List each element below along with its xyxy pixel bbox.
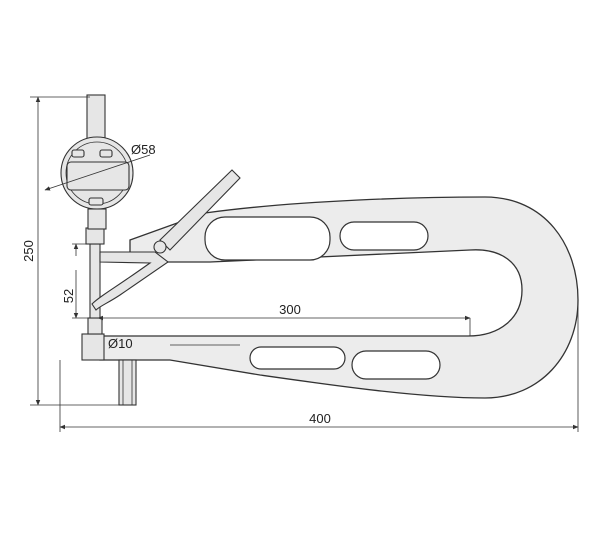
lower-slot-1 [249,346,346,370]
dim-length: 400 [59,300,579,432]
lift-lever [91,169,241,311]
dim-dial-diameter: Ø58 [44,142,156,191]
lever-pivot [153,240,167,254]
dial-display [66,161,130,191]
dim-length-label: 400 [309,411,331,426]
gauge-frame [99,196,579,399]
dial-button-left [71,149,85,158]
dial-indicator [60,94,134,230]
dial-button-bottom [88,197,104,206]
dim-height-label: 250 [21,240,36,262]
dim-anvil-diameter-label: Ø10 [108,336,133,351]
upper-slot-2 [339,221,429,251]
dim-range-label: 52 [61,289,76,303]
dim-throat-label: 300 [279,302,301,317]
dim-height: 250 [21,96,120,406]
dim-range: 52 [61,243,96,319]
upper-slot-1 [204,216,331,261]
lower-slot-2 [351,350,441,380]
dim-dial-diameter-label: Ø58 [131,142,156,157]
lower-anvil [81,317,137,406]
dim-anvil-diameter: Ø10 [108,336,133,351]
dim-throat: 300 [97,302,471,336]
dial-button-right [99,149,113,158]
